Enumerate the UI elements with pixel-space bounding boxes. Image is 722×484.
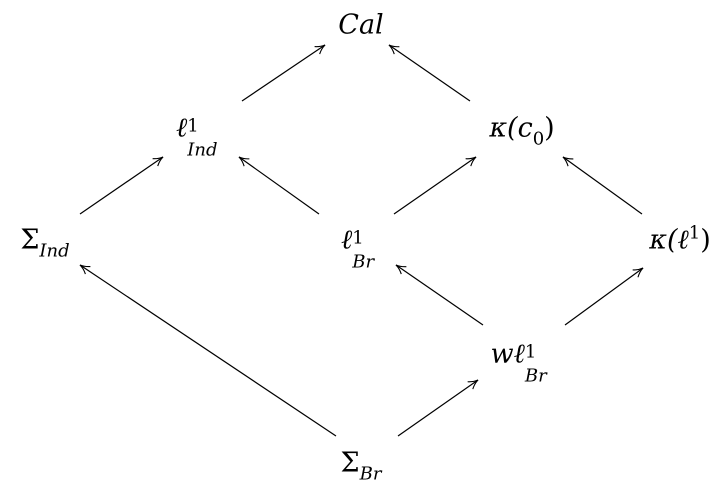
node-cal-label: Cal xyxy=(338,9,384,41)
node-l1-br-sup: 1 xyxy=(352,227,364,249)
node-sigma-br-main: Σ xyxy=(340,447,360,479)
arrow-kappa-l1-to-kappa-c0 xyxy=(562,156,643,215)
node-wl1-br-pre: w xyxy=(490,338,514,370)
node-kappa-l1-post: ) xyxy=(700,224,711,256)
node-wl1-br-sup: 1 xyxy=(524,341,537,363)
arrow-sigma-ind-to-l1-ind xyxy=(79,156,164,215)
node-kappa-l1-pre: κ( xyxy=(649,224,678,256)
arrow-l1-br-to-l1-ind xyxy=(238,156,320,215)
arrow-kappa-c0-to-cal xyxy=(388,44,471,102)
node-kappa-c0-main: c xyxy=(517,112,533,144)
node-l1-ind-sub: Ind xyxy=(187,139,218,160)
node-kappa-c0-sub: 0 xyxy=(532,128,545,150)
node-wl1-br-sub: Br xyxy=(524,365,547,386)
arrow-wl1-br-to-l1-br xyxy=(395,264,484,326)
node-cal: Cal xyxy=(338,12,383,39)
node-l1-br-sub: Br xyxy=(352,251,375,272)
node-sigma-ind-main: Σ xyxy=(20,224,40,256)
arrow-l1-ind-to-cal xyxy=(241,44,326,102)
node-kappa-c0-post: ) xyxy=(544,112,555,144)
node-sigma-ind-sub: Ind xyxy=(39,240,70,262)
node-l1-ind-sup: 1 xyxy=(187,115,199,137)
node-sigma-br-sub: Br xyxy=(359,463,382,484)
arrow-wl1-br-to-kappa-l1 xyxy=(564,267,644,326)
node-kappa-c0-pre: κ( xyxy=(489,112,518,144)
arrow-sigma-br-to-sigma-ind xyxy=(79,264,337,437)
node-kappa-l1-sup: 1 xyxy=(688,222,701,244)
node-kappa-c0: κ(c0) xyxy=(489,112,555,148)
node-kappa-l1-main: ℓ xyxy=(677,224,689,256)
arrow-sigma-br-to-wl1-br xyxy=(397,379,479,437)
node-sigma-ind: ΣInd xyxy=(20,224,69,260)
node-l1-ind-main: ℓ xyxy=(176,112,188,144)
node-l1-br-main: ℓ xyxy=(341,224,353,256)
node-wl1-br-main: ℓ xyxy=(513,338,525,370)
node-kappa-l1: κ(ℓ1) xyxy=(649,224,711,256)
arrow-l1-br-to-kappa-c0 xyxy=(393,156,477,215)
node-sigma-br: ΣBr xyxy=(340,447,382,483)
